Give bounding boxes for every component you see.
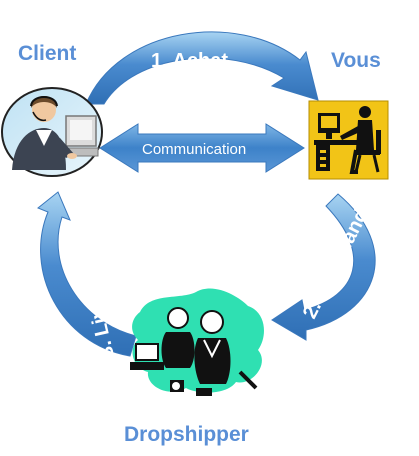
achat-arrow: 1. Achat xyxy=(85,31,319,105)
call-center-operator-icon xyxy=(1,87,103,177)
livraison-arrow: 3. Livraison xyxy=(37,191,137,360)
commande-arrow: 2. Commande xyxy=(271,193,378,341)
warehouse-workers-icon xyxy=(130,288,264,396)
achat-label: 1. Achat xyxy=(151,50,228,72)
vous-label: Vous xyxy=(331,49,381,72)
dropshipper-label: Dropshipper xyxy=(124,423,249,446)
client-label: Client xyxy=(18,42,76,65)
communication-arrow: Communication xyxy=(99,123,305,173)
person-at-computer-icon xyxy=(308,100,389,180)
communication-label: Communication xyxy=(142,141,246,158)
